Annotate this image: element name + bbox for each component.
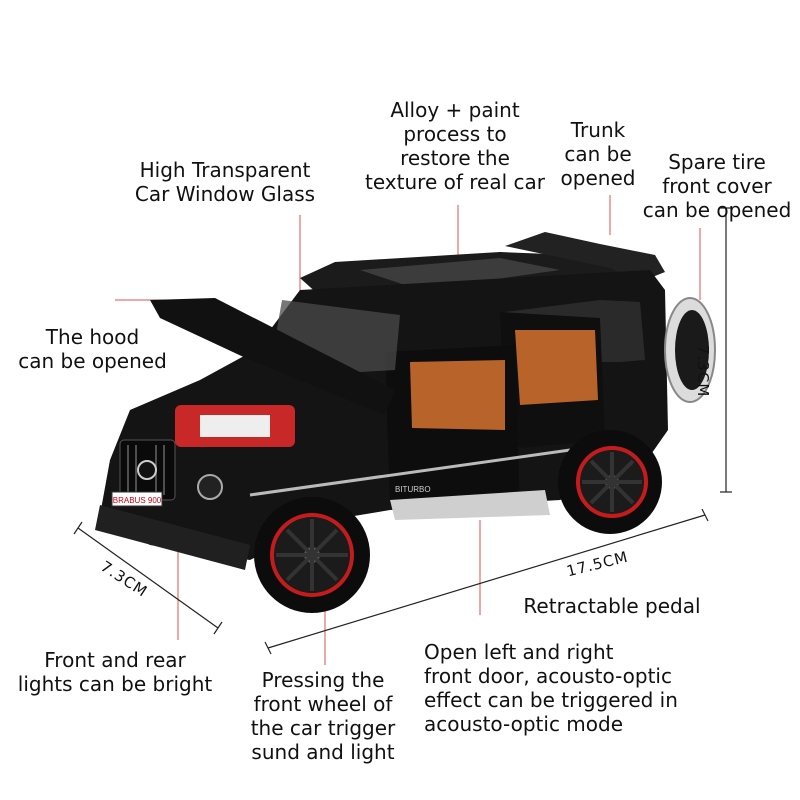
lights-label: Front and rear lights can be bright bbox=[17, 648, 213, 696]
biturbo-badge: BITURBO bbox=[395, 485, 431, 494]
rear-spoiler bbox=[505, 232, 665, 282]
hood-label: The hood can be opened bbox=[18, 325, 167, 373]
engine-badge bbox=[200, 415, 270, 437]
width-dimension-line bbox=[77, 527, 219, 629]
rear-seat bbox=[515, 330, 598, 405]
front-wheel-label: Pressing the front wheel of the car trig… bbox=[250, 668, 396, 764]
trunk-label: Trunk can be opened bbox=[560, 118, 636, 190]
height-dimension-label: 7.3CM bbox=[694, 345, 712, 398]
window-glass-label: High Transparent Car Window Glass bbox=[134, 158, 316, 206]
front-bumper bbox=[95, 505, 250, 570]
doors-label: Open left and right front door, acousto-… bbox=[424, 640, 678, 736]
front-wheel bbox=[254, 497, 370, 613]
length-dimension-line bbox=[267, 514, 706, 649]
grille-emblem bbox=[137, 460, 157, 480]
retractable-pedal bbox=[390, 490, 550, 520]
sunroof-glass bbox=[360, 258, 560, 290]
car-body: BRABUS 900 BITURBO bbox=[95, 232, 716, 570]
license-plate bbox=[111, 491, 163, 507]
front-seat bbox=[410, 360, 505, 430]
plate-text: BRABUS 900 bbox=[113, 496, 162, 505]
pedal-label: Retractable pedal bbox=[523, 594, 701, 618]
alloy-paint-label: Alloy + paint process to restore the tex… bbox=[365, 98, 545, 194]
spare-tire-label: Spare tire front cover can be opened bbox=[642, 150, 792, 222]
headlight bbox=[197, 474, 223, 500]
spare-tire-center bbox=[675, 310, 709, 390]
dimension-lines bbox=[73, 207, 732, 655]
side-stripe bbox=[249, 448, 571, 497]
rear-wheel bbox=[558, 430, 662, 534]
open-hood bbox=[150, 298, 395, 415]
